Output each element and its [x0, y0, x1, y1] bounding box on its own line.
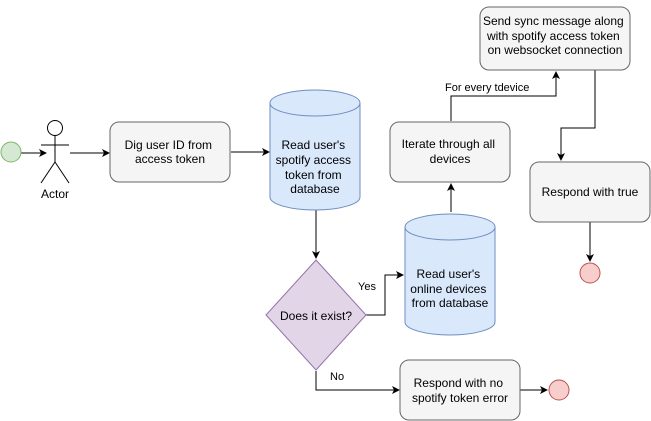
edge-exist-no-to-error — [315, 371, 400, 394]
read-devices-database-text: Read user's online devices from database — [410, 267, 489, 310]
actor-icon — [40, 120, 70, 184]
end-node-error — [548, 379, 570, 401]
read-token-database-text: Read user's spotify access token from da… — [276, 138, 355, 196]
respond-error-box: Respond with no spotify token error — [399, 359, 521, 421]
does-it-exist-text: Does it exist? — [280, 309, 352, 323]
dig-user-id-text: Dig user ID from access token — [125, 138, 216, 166]
edges: Yes No For every tdevice — [21, 70, 596, 394]
edge-label-no: No — [330, 371, 344, 383]
send-sync-text: Send sync message along with spotify acc… — [483, 14, 627, 57]
iterate-devices-box: Iterate through all devices — [389, 121, 511, 183]
read-token-database: Read user's spotify access token from da… — [269, 89, 361, 211]
read-devices-database: Read user's online devices from database — [404, 213, 496, 336]
respond-true-box: Respond with true — [529, 161, 651, 223]
actor-label: Actor — [41, 187, 69, 201]
edge-send-to-respondtrue — [557, 70, 596, 161]
send-sync-box: Send sync message along with spotify acc… — [479, 6, 631, 71]
does-it-exist-decision: Does it exist? — [265, 259, 367, 371]
iterate-devices-text: Iterate through all devices — [402, 137, 499, 166]
edge-label-for-every: For every tdevice — [445, 82, 529, 94]
edge-exist-yes-to-devices — [366, 271, 404, 316]
edge-label-yes: Yes — [358, 281, 376, 293]
dig-user-id-box: Dig user ID from access token — [109, 121, 231, 183]
respond-error-text: Respond with no spotify token error — [412, 376, 508, 405]
respond-true-text: Respond with true — [542, 185, 639, 199]
edge-iterate-to-send — [450, 71, 560, 121]
end-node-true — [579, 262, 601, 284]
start-node — [0, 141, 22, 163]
